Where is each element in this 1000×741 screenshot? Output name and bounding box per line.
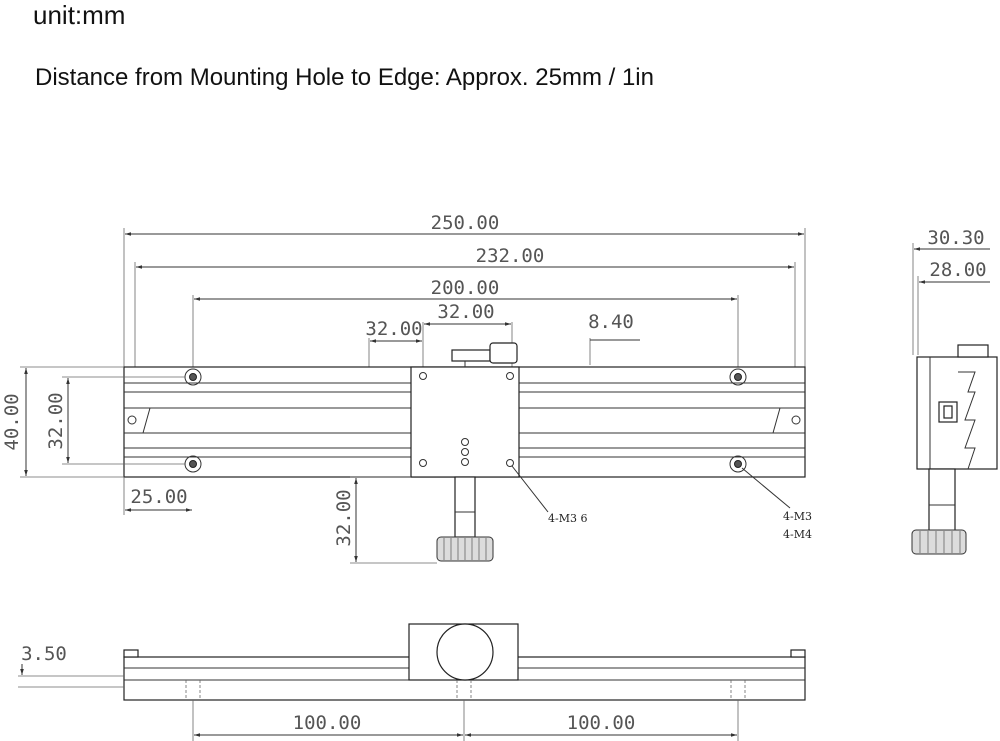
- carriage-plate: [410, 366, 520, 478]
- carriage-screw-hole: [419, 459, 427, 467]
- callout-rail-holes-b: 4-M4: [783, 528, 812, 541]
- dim-edge-to-hole: 25.00: [130, 486, 187, 508]
- mounting-hole: [729, 455, 747, 473]
- dim-body-width: 28.00: [929, 259, 986, 281]
- dim-left-spacing: 100.00: [293, 712, 362, 734]
- callout-rail-holes-a: 4-M3: [783, 510, 812, 523]
- front-knob: [436, 623, 494, 681]
- dim-inner-height: 32.00: [45, 392, 67, 449]
- mounting-hole: [184, 455, 202, 473]
- lead-screw: [454, 476, 476, 538]
- dim-rail-length: 232.00: [476, 245, 545, 267]
- mounting-hole-note: Distance from Mounting Hole to Edge: App…: [35, 64, 654, 91]
- dim-knob-offset: 8.40: [588, 311, 634, 333]
- carriage-screw-hole: [419, 372, 427, 380]
- dim-height: 40.00: [1, 393, 23, 450]
- dim-total-width: 30.30: [927, 227, 984, 249]
- dim-carriage-width: 32.00: [437, 301, 494, 323]
- callout-carriage-holes: 4-M3 6: [548, 512, 587, 525]
- side-lead-screw: [928, 468, 956, 532]
- top-view: 250.00 232.00 200.00 32.00 32.00 8.40: [1, 212, 812, 564]
- dim-overall-length: 250.00: [431, 212, 500, 234]
- carriage-screw-hole: [506, 372, 514, 380]
- dim-thickness: 3.50: [21, 643, 67, 665]
- unit-label: unit:mm: [33, 0, 126, 30]
- front-view: 3.50 100.00 100.00: [18, 623, 806, 741]
- dim-hole-spacing: 200.00: [431, 277, 500, 299]
- mounting-hole: [729, 368, 747, 386]
- carriage-screw-hole: [506, 459, 514, 467]
- lock-knob: [489, 342, 518, 364]
- side-lock-knob: [957, 344, 989, 358]
- dim-knob-extension: 32.00: [333, 489, 355, 546]
- side-knob: [911, 529, 967, 555]
- dim-right-spacing: 100.00: [567, 712, 636, 734]
- dim-carriage-offset: 32.00: [365, 318, 422, 340]
- side-view: 30.30 28.00: [911, 227, 998, 555]
- lock-lever: [451, 349, 491, 362]
